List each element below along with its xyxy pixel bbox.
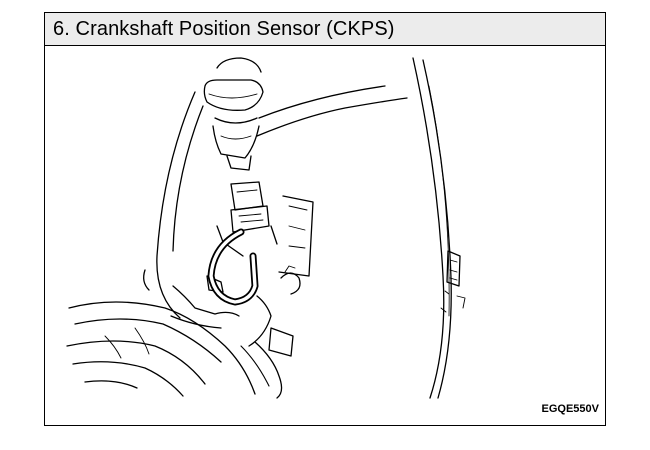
title-bar: 6. Crankshaft Position Sensor (CKPS) [45,13,605,46]
harness-lines [66,269,294,399]
lower-bracket [170,195,314,347]
sensor-cable [207,228,259,306]
crankshaft-sensor-illustration [66,57,466,399]
page-title: 6. Crankshaft Position Sensor (CKPS) [53,18,395,40]
wire-boot [203,57,264,171]
right-panel [412,57,466,399]
engine-body-outline [156,85,408,319]
figure-frame: 6. Crankshaft Position Sensor (CKPS) [44,12,606,426]
figure-code: EGQE550V [541,403,599,415]
